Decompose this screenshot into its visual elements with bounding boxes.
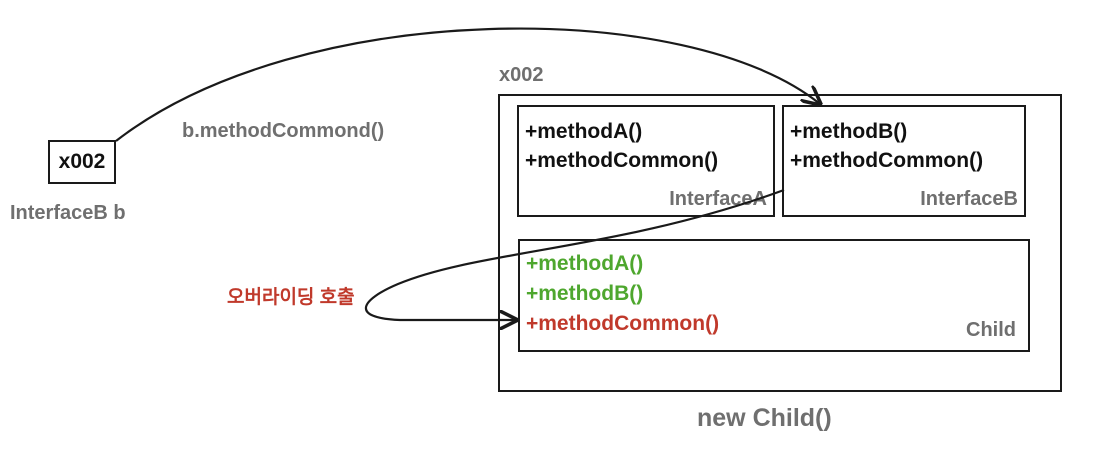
- child-name: Child: [966, 319, 1016, 341]
- instance-caption: new Child(): [697, 404, 832, 432]
- reference-value: x002: [58, 150, 106, 173]
- instance-address: x002: [499, 64, 544, 86]
- reference-label: InterfaceB b: [10, 202, 126, 224]
- reference-box: x002: [48, 140, 116, 184]
- interface-a-method-common: +methodCommon(): [525, 149, 719, 172]
- interface-a-name: InterfaceA: [669, 188, 767, 210]
- child-method-b: +methodB(): [526, 282, 644, 305]
- interface-b-method-b: +methodB(): [790, 120, 908, 143]
- call-label: b.methodCommond(): [182, 120, 385, 142]
- interface-b-name: InterfaceB: [920, 188, 1018, 210]
- override-label: 오버라이딩 호출: [227, 287, 355, 308]
- interface-b-method-common: +methodCommon(): [790, 149, 984, 172]
- child-box: +methodA() +methodB() +methodCommon() Ch…: [518, 239, 1030, 352]
- child-method-a: +methodA(): [526, 252, 644, 275]
- child-method-common: +methodCommon(): [526, 312, 720, 335]
- interface-a-box: +methodA() +methodCommon() InterfaceA: [517, 105, 775, 217]
- interface-b-box: +methodB() +methodCommon() InterfaceB: [782, 105, 1026, 217]
- interface-a-method-a: +methodA(): [525, 120, 643, 143]
